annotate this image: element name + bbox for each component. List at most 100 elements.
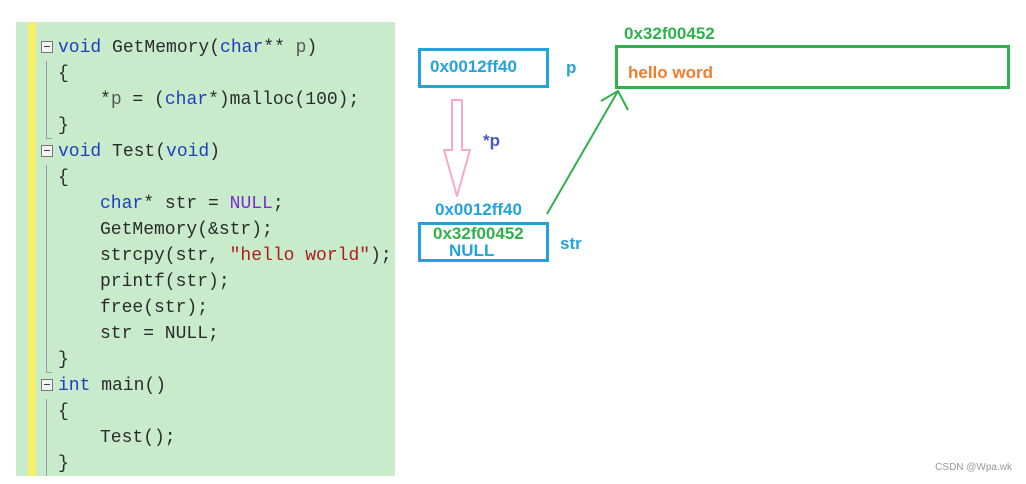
code-text: char* str = NULL;: [100, 191, 284, 217]
str-to-heap-arrow: [546, 90, 619, 215]
code-token: printf(str);: [100, 272, 230, 292]
fold-guide: [46, 347, 52, 373]
code-line: free(str);: [16, 295, 395, 321]
code-text: }: [58, 113, 69, 139]
str-address-label: 0x0012ff40: [435, 200, 522, 219]
code-text: int main(): [58, 373, 166, 399]
code-token: }: [58, 350, 69, 370]
code-token: int: [58, 376, 91, 396]
code-lines: void GetMemory(char** p){*p = (char*)mal…: [16, 35, 395, 476]
heap-address-label: 0x32f00452: [624, 24, 715, 43]
code-token: p: [295, 38, 307, 58]
code-line: int main(): [16, 373, 395, 399]
code-line: printf(str);: [16, 269, 395, 295]
code-token: str = NULL;: [100, 324, 219, 344]
code-token: void: [58, 142, 102, 162]
code-token: main(): [90, 376, 167, 396]
code-token: Test();: [100, 428, 176, 448]
watermark: CSDN @Wpa.wk: [935, 462, 1012, 473]
pointer-p-label: p: [566, 58, 577, 77]
change-gutter: [28, 22, 36, 476]
code-line: GetMemory(&str);: [16, 217, 395, 243]
code-token: }: [58, 454, 69, 474]
code-line: *p = (char*)malloc(100);: [16, 87, 395, 113]
deref-p-label: *p: [483, 131, 500, 150]
code-token: NULL: [229, 194, 273, 214]
fold-guide: [46, 165, 47, 191]
code-text: void Test(void): [58, 139, 220, 165]
code-token: void: [166, 142, 210, 162]
code-line: {: [16, 61, 395, 87]
code-line: void Test(void): [16, 139, 395, 165]
code-token: **: [263, 38, 296, 58]
code-text: str = NULL;: [100, 321, 219, 347]
code-token: char: [100, 194, 144, 214]
code-text: GetMemory(&str);: [100, 217, 273, 243]
str-value-null: NULL: [449, 241, 495, 260]
fold-guide: [46, 321, 47, 347]
code-text: *p = (char*)malloc(100);: [100, 87, 359, 113]
code-token: GetMemory(: [101, 38, 221, 58]
code-token: void: [58, 38, 102, 58]
code-token: ): [306, 38, 318, 58]
code-token: *: [100, 90, 111, 110]
str-to-heap-arrowhead: [600, 89, 629, 111]
code-line: }: [16, 451, 395, 476]
code-line: Test();: [16, 425, 395, 451]
code-line: {: [16, 165, 395, 191]
code-line: str = NULL;: [16, 321, 395, 347]
pointer-p-value: 0x0012ff40: [430, 57, 517, 76]
str-label: str: [560, 234, 582, 253]
code-token: char: [220, 38, 264, 58]
fold-guide: [46, 113, 52, 139]
code-token: strcpy(str,: [100, 246, 230, 266]
fold-guide: [46, 87, 47, 113]
code-text: {: [58, 165, 69, 191]
fold-guide: [46, 269, 47, 295]
code-text: Test();: [100, 425, 176, 451]
code-text: {: [58, 399, 69, 425]
code-line: char* str = NULL;: [16, 191, 395, 217]
pointer-p-box: [418, 48, 549, 88]
fold-guide: [46, 295, 47, 321]
code-token: p: [110, 90, 122, 110]
code-token: {: [58, 402, 69, 422]
code-line: void GetMemory(char** p): [16, 35, 395, 61]
code-text: }: [58, 347, 69, 373]
code-text: {: [58, 61, 69, 87]
code-token: GetMemory(&str);: [100, 220, 273, 240]
fold-guide: [46, 425, 47, 451]
code-token: Test(: [101, 142, 167, 162]
code-token: }: [58, 116, 69, 136]
str-variable-box: [418, 222, 549, 262]
code-text: free(str);: [100, 295, 208, 321]
fold-collapse-icon[interactable]: [41, 145, 53, 157]
code-token: {: [58, 64, 69, 84]
code-token: ;: [272, 194, 284, 214]
code-line: {: [16, 399, 395, 425]
fold-guide: [46, 191, 47, 217]
code-token: {: [58, 168, 69, 188]
fold-guide: [46, 399, 47, 425]
heap-content-text: hello word: [628, 63, 713, 82]
code-text: printf(str);: [100, 269, 230, 295]
code-token: char: [164, 90, 209, 110]
code-panel: void GetMemory(char** p){*p = (char*)mal…: [16, 22, 395, 476]
code-line: strcpy(str, "hello world");: [16, 243, 395, 269]
code-text: strcpy(str, "hello world");: [100, 243, 392, 269]
code-line: }: [16, 113, 395, 139]
code-line: }: [16, 347, 395, 373]
code-token: "hello world": [229, 246, 371, 266]
code-text: void GetMemory(char** p): [58, 35, 317, 61]
fold-guide: [46, 451, 47, 476]
code-token: = (: [121, 90, 165, 110]
code-token: *)malloc(100);: [208, 90, 360, 110]
str-value-address: 0x32f00452: [433, 224, 524, 243]
fold-guide: [46, 243, 47, 269]
fold-collapse-icon[interactable]: [41, 379, 53, 391]
code-text: }: [58, 451, 69, 476]
code-token: );: [370, 246, 392, 266]
fold-collapse-icon[interactable]: [41, 41, 53, 53]
fold-guide: [46, 61, 47, 87]
